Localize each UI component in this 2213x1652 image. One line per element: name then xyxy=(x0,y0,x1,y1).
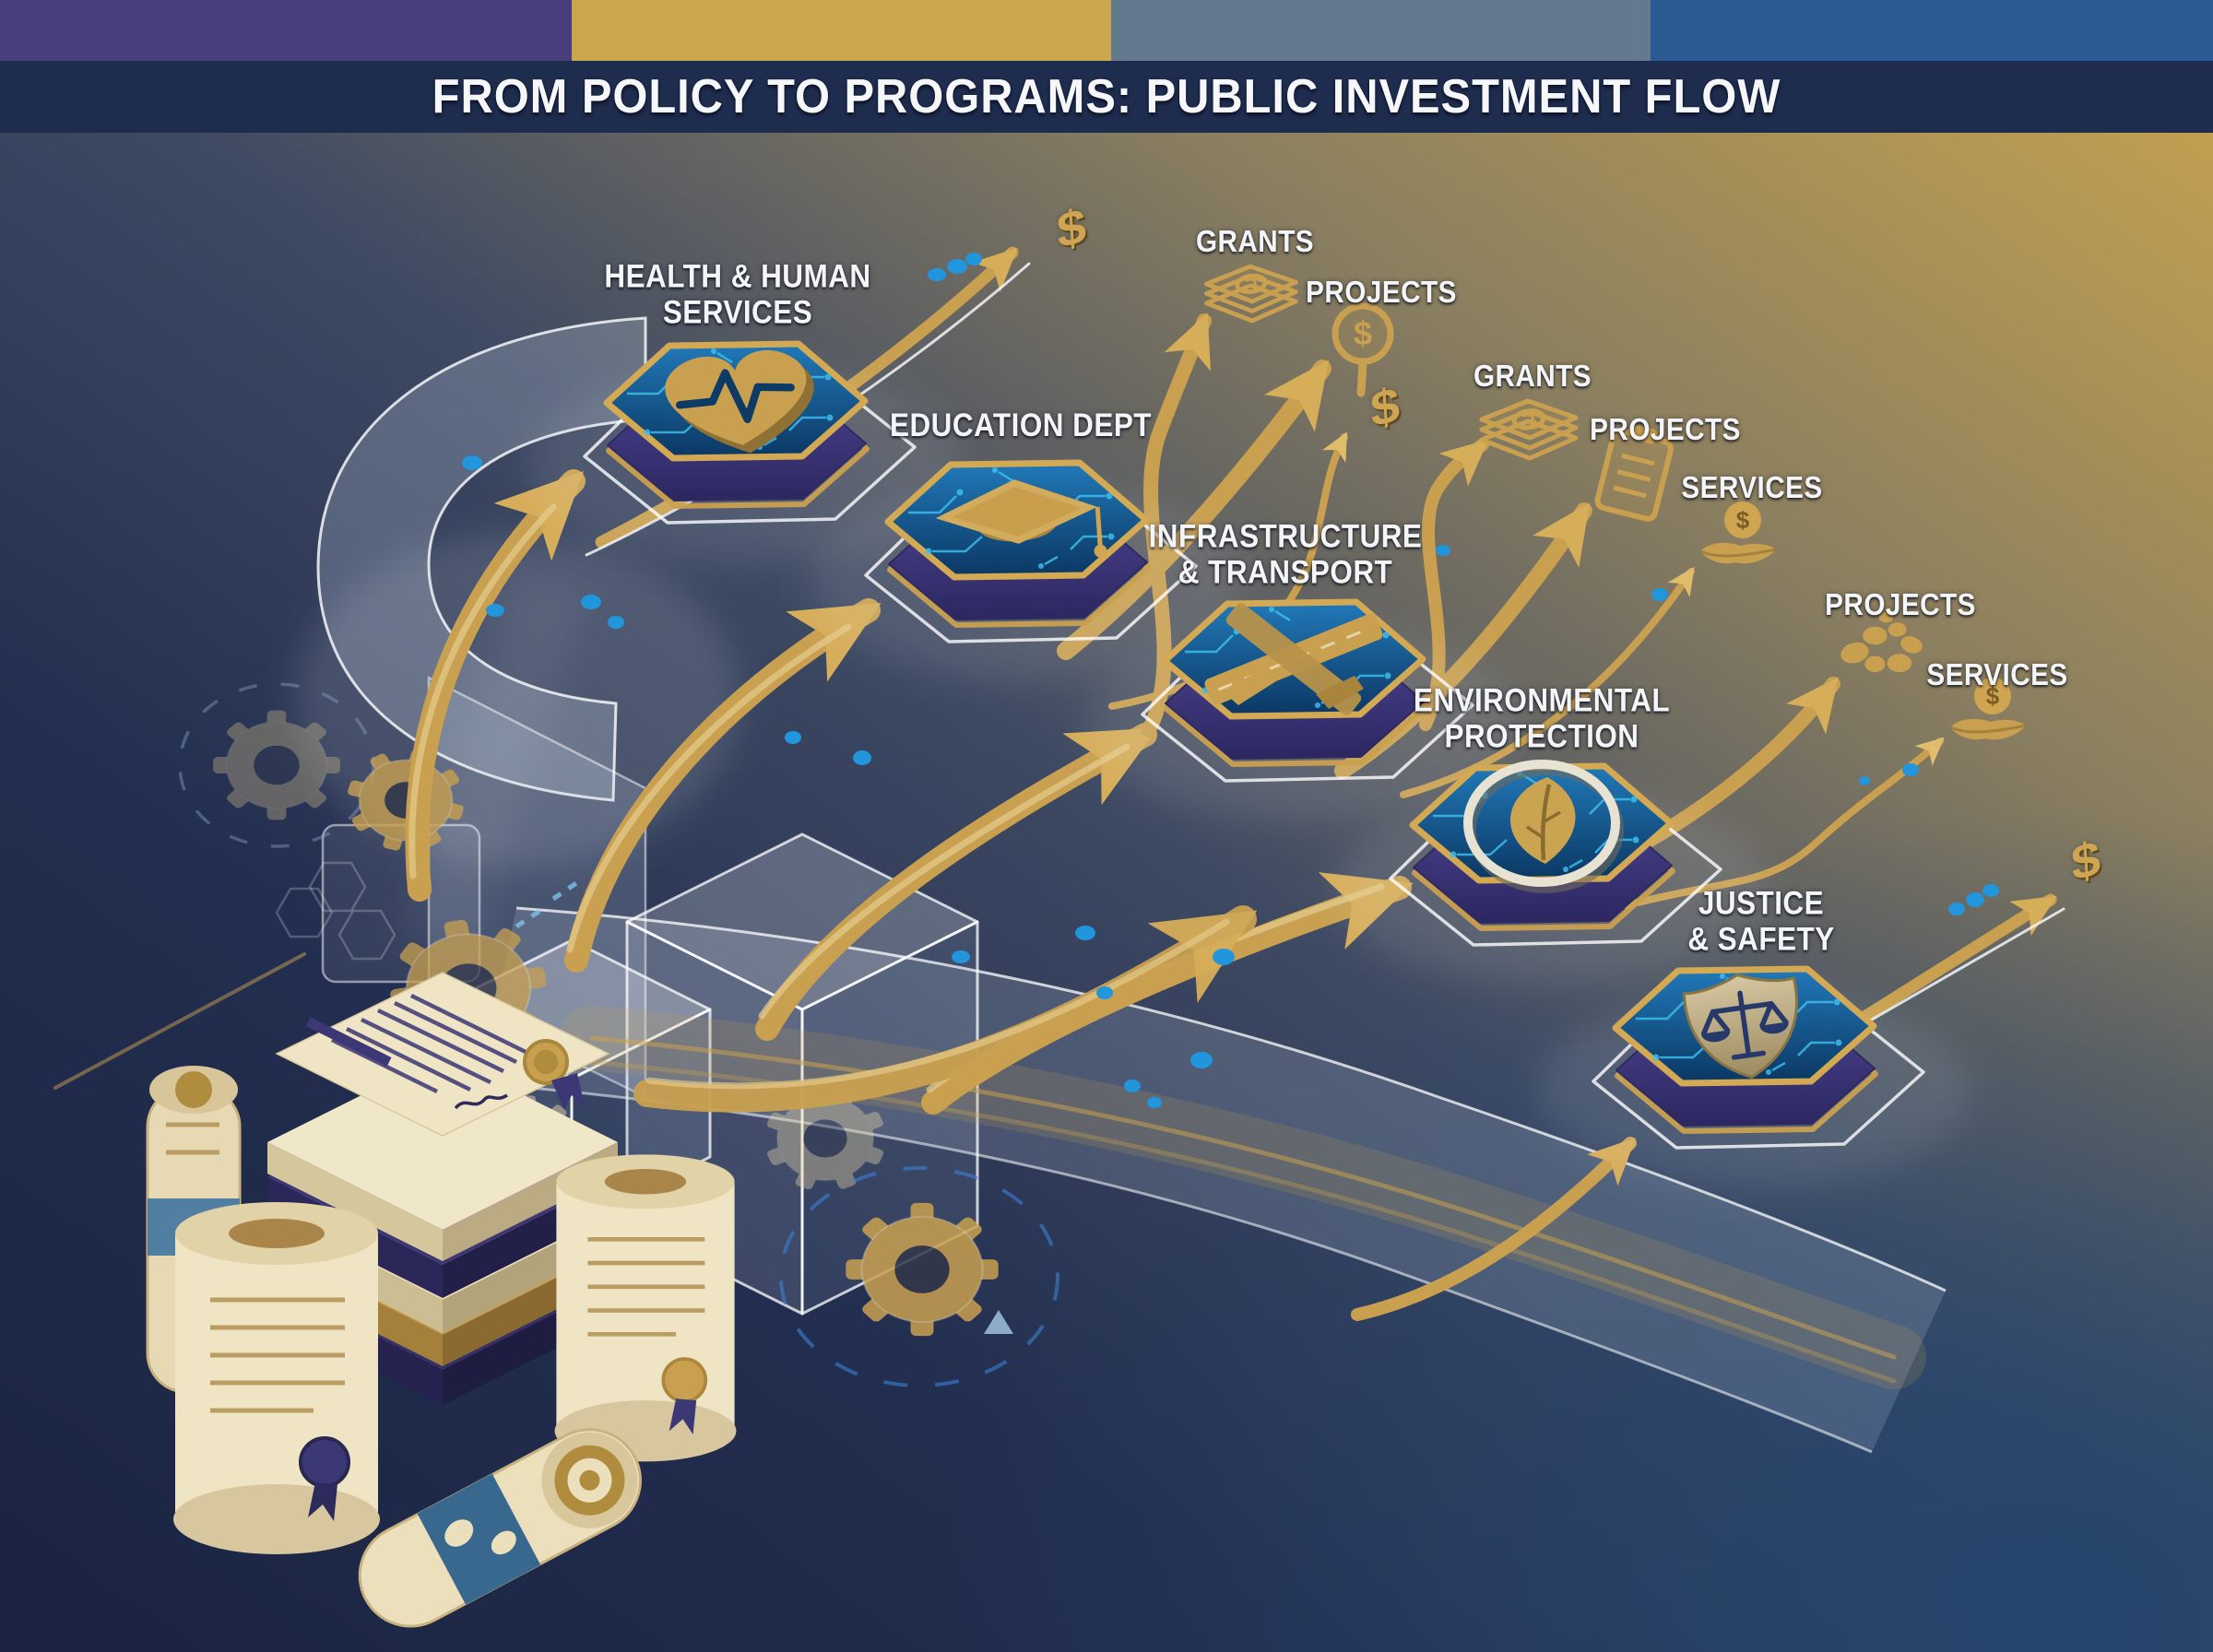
top-color-strip xyxy=(0,0,2213,65)
justice-scales-shield-icon xyxy=(1682,973,1798,1080)
label-grants-1: GRANTS xyxy=(1195,224,1315,258)
label-services-3: SERVICES xyxy=(1926,657,2068,691)
strip-block-gold xyxy=(572,0,1111,65)
badge-justice-safety xyxy=(1537,967,1970,1187)
dashed-circle xyxy=(779,1166,1059,1387)
label-environmental-protection: ENVIRONMENTAL PROTECTION xyxy=(1413,682,1671,754)
flow-arrows xyxy=(53,246,2065,1389)
heart-pulse-icon xyxy=(665,349,814,454)
rosette xyxy=(661,1357,708,1403)
strip-block-slate xyxy=(1111,0,1651,61)
badge-infrastructure-transport xyxy=(1086,601,1520,820)
scroll-icon xyxy=(554,1154,737,1462)
badge-health-human-services xyxy=(528,344,962,562)
dollar-sign-glyph: $ xyxy=(1368,376,1402,439)
banknote-roll-icon xyxy=(358,1428,642,1628)
graduation-cap-icon xyxy=(935,479,1107,558)
badge-environmental-protection xyxy=(1334,760,1768,985)
seal-ribbon xyxy=(551,1073,585,1110)
label-infrastructure-transport: INFRASTRUCTURE & TRANSPORT xyxy=(1148,518,1423,590)
title-bar: FROM POLICY TO PROGRAMS: PUBLIC INVESTME… xyxy=(0,61,2213,133)
rosette xyxy=(299,1436,350,1488)
label-education-dept: EDUCATION DEPT xyxy=(890,407,1152,443)
leaf-ring-icon xyxy=(1463,760,1624,893)
label-health-human-services: HEALTH & HUMAN SERVICES xyxy=(604,258,871,330)
label-projects-1: PROJECTS xyxy=(1306,275,1457,309)
gear-icon xyxy=(845,1201,1000,1338)
highway-interchange-icon xyxy=(1204,603,1383,715)
strip-block-purple xyxy=(0,0,572,61)
label-grants-2: GRANTS xyxy=(1473,359,1592,393)
policy-documents-illustration xyxy=(146,972,737,1628)
data-dots xyxy=(462,253,1999,1108)
strip-block-blue xyxy=(1651,0,2213,61)
department-badges xyxy=(528,344,1970,1187)
badge-education-dept xyxy=(810,463,1243,681)
label-services-2: SERVICES xyxy=(1681,470,1823,504)
gears xyxy=(178,682,1059,1387)
label-justice-safety: JUSTICE & SAFETY xyxy=(1687,885,1835,957)
label-projects-3: PROJECTS xyxy=(1825,587,1976,621)
label-projects-2: PROJECTS xyxy=(1590,412,1741,446)
signature xyxy=(454,1093,508,1110)
dollar-sign-glyph: $ xyxy=(1055,197,1088,260)
top-policy-document xyxy=(275,972,610,1137)
page-title: FROM POLICY TO PROGRAMS: PUBLIC INVESTME… xyxy=(432,70,1781,124)
scroll-icon xyxy=(173,1202,380,1554)
gear-icon xyxy=(212,709,341,821)
triangle-marker xyxy=(984,1310,1013,1334)
dollar-sign-glyph: $ xyxy=(2069,830,2102,892)
